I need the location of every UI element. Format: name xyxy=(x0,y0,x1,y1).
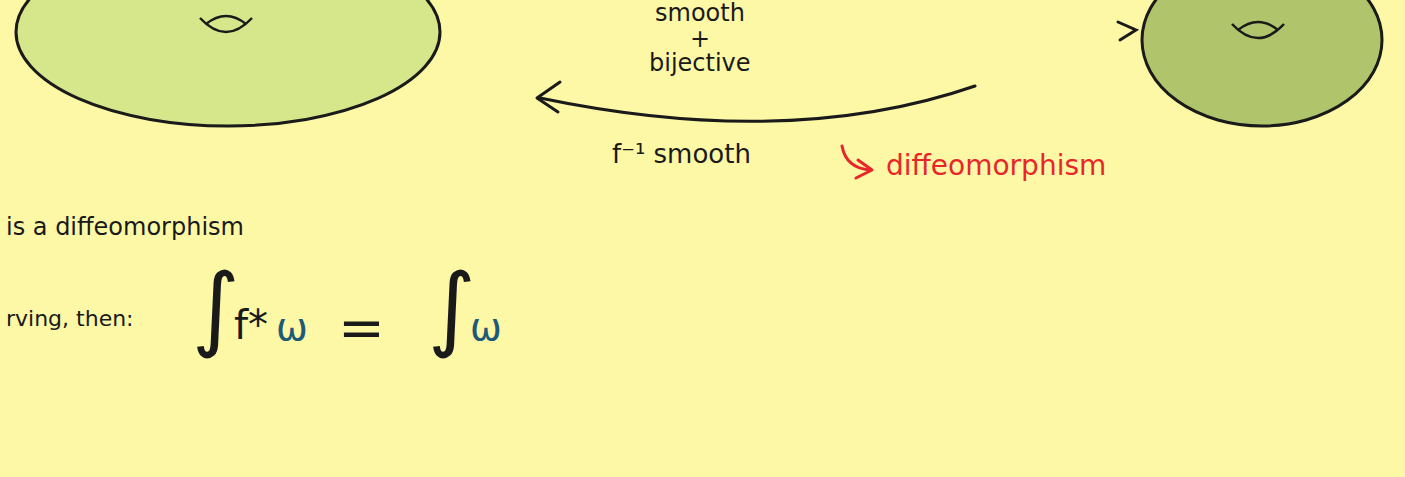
arrow-label: bijective xyxy=(649,50,751,78)
torus-left xyxy=(16,0,440,126)
arrow-head xyxy=(1118,22,1136,40)
torus-hole xyxy=(1238,22,1278,30)
text-line: is a diffeomorphism xyxy=(6,214,244,242)
inverse-arrow xyxy=(540,86,975,121)
text-line: rving, then: xyxy=(6,306,134,331)
arrow-head xyxy=(537,82,560,112)
equals-sign: = xyxy=(338,296,385,360)
formula-symbol: f* xyxy=(234,302,268,348)
torus-hole xyxy=(206,16,246,24)
form-symbol: ω xyxy=(276,306,308,350)
integral-sign: ∫ xyxy=(428,262,476,354)
term-label: diffeomorphism xyxy=(886,150,1106,182)
torus-hole xyxy=(200,18,252,32)
torus-right xyxy=(1142,0,1382,126)
form-symbol: ω xyxy=(470,306,502,350)
torus-hole xyxy=(1232,24,1284,38)
arrow-label: f⁻¹ smooth xyxy=(612,140,751,170)
arrow-label: smooth xyxy=(655,0,745,28)
arrow-head xyxy=(856,160,872,178)
integral-sign: ∫ xyxy=(192,262,240,354)
